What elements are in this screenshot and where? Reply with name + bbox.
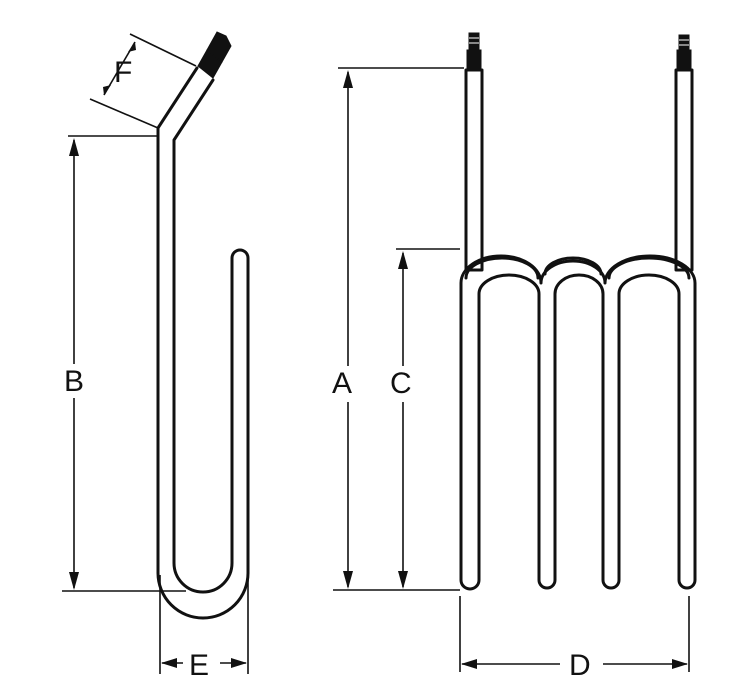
front-view-serpentine-outer (459, 254, 697, 591)
front-view-serpentine-inner (464, 256, 691, 280)
side-view-terminal-thread (206, 31, 232, 63)
front-view-right-terminal-thread (676, 34, 692, 71)
dimension-d-label: D (569, 649, 591, 682)
front-view-left-terminal-thread (466, 32, 482, 71)
dimension-c-label: C (390, 367, 412, 400)
dimension-f-label: F (114, 56, 132, 89)
dimension-a-label: A (332, 367, 352, 400)
dimension-e: E (159, 575, 249, 682)
dimension-b-label: B (64, 365, 84, 398)
dimension-c: C (390, 248, 460, 589)
dimension-b: B (62, 135, 186, 592)
dimension-e-label: E (189, 649, 209, 682)
dimension-f: F (89, 33, 197, 129)
side-view-tube-outer (156, 66, 250, 620)
front-view-left-terminal-leg (464, 68, 484, 272)
dimension-a: A (332, 67, 464, 591)
dimension-d: D (459, 596, 690, 682)
front-view-right-terminal-leg (674, 68, 694, 272)
side-view-element (156, 31, 250, 620)
front-view-element (459, 32, 697, 591)
